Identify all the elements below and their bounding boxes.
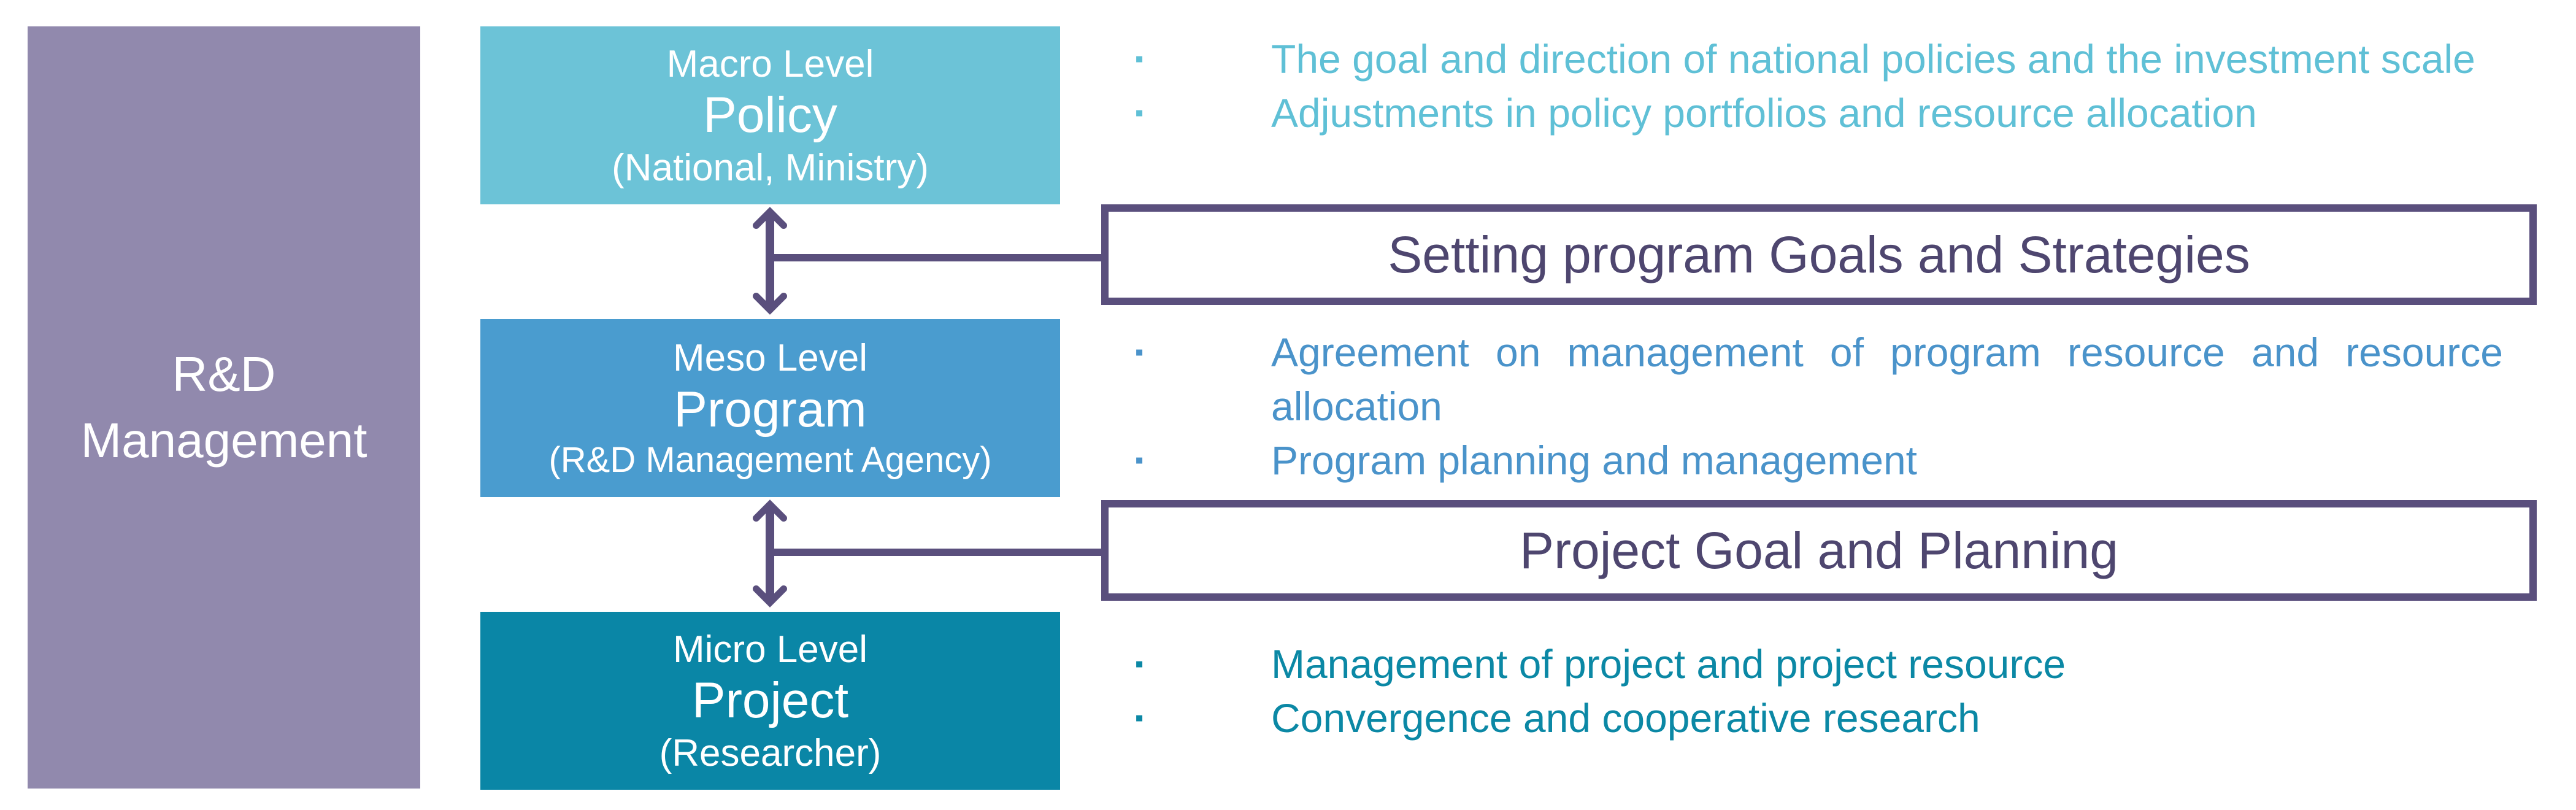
square-bullet-icon: ▪ <box>1135 99 1144 126</box>
bullet-text: Convergence and cooperative research <box>1271 695 1980 741</box>
list-item: ▪ Convergence and cooperative research <box>1135 691 2503 745</box>
list-item: ▪ Management of project and project reso… <box>1135 637 2503 691</box>
square-bullet-icon: ▪ <box>1135 339 1144 366</box>
list-item: ▪ Agreement on management of program res… <box>1135 325 2503 433</box>
list-item: ▪ Program planning and management <box>1135 433 2503 487</box>
macro-level-box: Macro Level Policy (National, Ministry) <box>480 26 1060 204</box>
micro-level-label: Micro Level <box>673 628 867 671</box>
meso-level-label: Meso Level <box>672 337 868 380</box>
bullet-text: The goal and direction of national polic… <box>1271 36 2475 82</box>
macro-level-org: (National, Ministry) <box>612 146 929 189</box>
macro-bullet-list: ▪ The goal and direction of national pol… <box>1135 32 2503 140</box>
micro-bullet-list: ▪ Management of project and project reso… <box>1135 637 2503 745</box>
bullet-text: Management of project and project resour… <box>1271 641 2066 687</box>
list-item: ▪ Adjustments in policy portfolios and r… <box>1135 86 2503 140</box>
micro-level-name: Project <box>691 673 849 729</box>
meso-level-org: (R&D Management Agency) <box>548 439 992 480</box>
macro-level-name: Policy <box>703 87 837 144</box>
rd-management-panel: R&D Management <box>28 26 420 789</box>
project-goal-text: Project Goal and Planning <box>1520 521 2118 579</box>
meso-bullet-list: ▪ Agreement on management of program res… <box>1135 325 2503 487</box>
rd-management-line1: R&D <box>172 347 276 401</box>
bullet-text: Adjustments in policy portfolios and res… <box>1271 90 2257 136</box>
bullet-text: Program planning and management <box>1271 438 1918 483</box>
rd-management-line2: Management <box>80 413 367 468</box>
macro-level-label: Macro Level <box>666 43 874 86</box>
micro-level-box: Micro Level Project (Researcher) <box>480 612 1060 790</box>
program-goals-box: Setting program Goals and Strategies <box>1101 204 2537 305</box>
bullet-text: Agreement on management of program resou… <box>1271 330 2503 429</box>
square-bullet-icon: ▪ <box>1135 447 1144 474</box>
square-bullet-icon: ▪ <box>1135 704 1144 731</box>
square-bullet-icon: ▪ <box>1135 45 1144 72</box>
square-bullet-icon: ▪ <box>1135 650 1144 677</box>
meso-level-box: Meso Level Program (R&D Management Agenc… <box>480 319 1060 497</box>
program-goals-text: Setting program Goals and Strategies <box>1388 225 2250 284</box>
meso-level-name: Program <box>674 381 867 438</box>
micro-level-org: (Researcher) <box>659 731 882 774</box>
list-item: ▪ The goal and direction of national pol… <box>1135 32 2503 86</box>
project-goal-box: Project Goal and Planning <box>1101 500 2537 601</box>
